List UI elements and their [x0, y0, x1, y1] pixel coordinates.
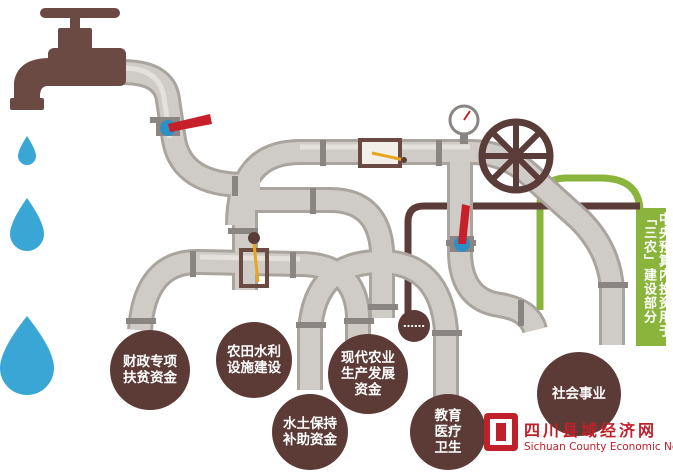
node-czzx-line2: 扶贫资金 [123, 370, 177, 386]
node-xdny-line3: 资金 [354, 382, 382, 398]
node-stbc-circle [272, 394, 348, 470]
node-jyyl-line1: 教育 [434, 408, 462, 424]
node-ntsl-line1: 农田水利 [227, 344, 281, 360]
node-xdny-label: 现代农业 生产发展 资金 [336, 350, 400, 398]
water-drops [0, 136, 54, 395]
node-stbc-label: 水土保持 补助资金 [278, 416, 342, 448]
watermark-logo [484, 413, 518, 451]
node-ntsl-label: 农田水利 设施建设 [222, 344, 286, 376]
node-ntsl-circle [216, 322, 292, 398]
valve-right-red [450, 204, 474, 252]
valve-middle [239, 232, 269, 288]
node-jyyl-line2: 医疗 [434, 424, 462, 440]
node-czzx-circle [110, 330, 190, 410]
node-shsy-line1: 社会事业 [552, 386, 606, 402]
node-czzx-line1: 财政专项 [123, 354, 177, 370]
node-xdny-line1: 现代农业 [341, 350, 395, 366]
faucet [10, 8, 126, 110]
node-jyyl-line3: 卫生 [434, 440, 462, 456]
node-ellipsis-text: …… [403, 317, 425, 330]
node-ellipsis-label: …… [400, 316, 428, 332]
flow-meter [358, 138, 407, 168]
node-ellipsis-circle [398, 310, 430, 342]
watermark-cn: 四川县域经济网 [524, 421, 658, 440]
valve-red-handle [156, 114, 212, 136]
node-shsy-circle [537, 352, 621, 436]
node-jyyl-circle [410, 394, 486, 470]
node-stbc-line1: 水土保持 [283, 416, 337, 432]
node-ntsl-line2: 设施建设 [227, 360, 281, 376]
node-xdny-line2: 生产发展 [341, 366, 395, 382]
source-label-text: 中央预算内投资用于「三农」建设部分 [641, 212, 671, 338]
dark-thin-pipes [404, 202, 640, 315]
destination-circles [110, 310, 621, 470]
node-shsy-label: 社会事业 [545, 386, 613, 402]
watermark-en: Sichuan County Economic Net [524, 441, 673, 453]
wheel-valve [478, 118, 554, 194]
node-stbc-line2: 补助资金 [283, 432, 337, 448]
source-label-panel [636, 208, 666, 346]
node-jyyl-label: 教育 医疗 卫生 [418, 408, 478, 456]
pressure-gauge [448, 104, 480, 144]
node-xdny-circle [328, 334, 408, 414]
node-czzx-label: 财政专项 扶贫资金 [118, 354, 182, 386]
